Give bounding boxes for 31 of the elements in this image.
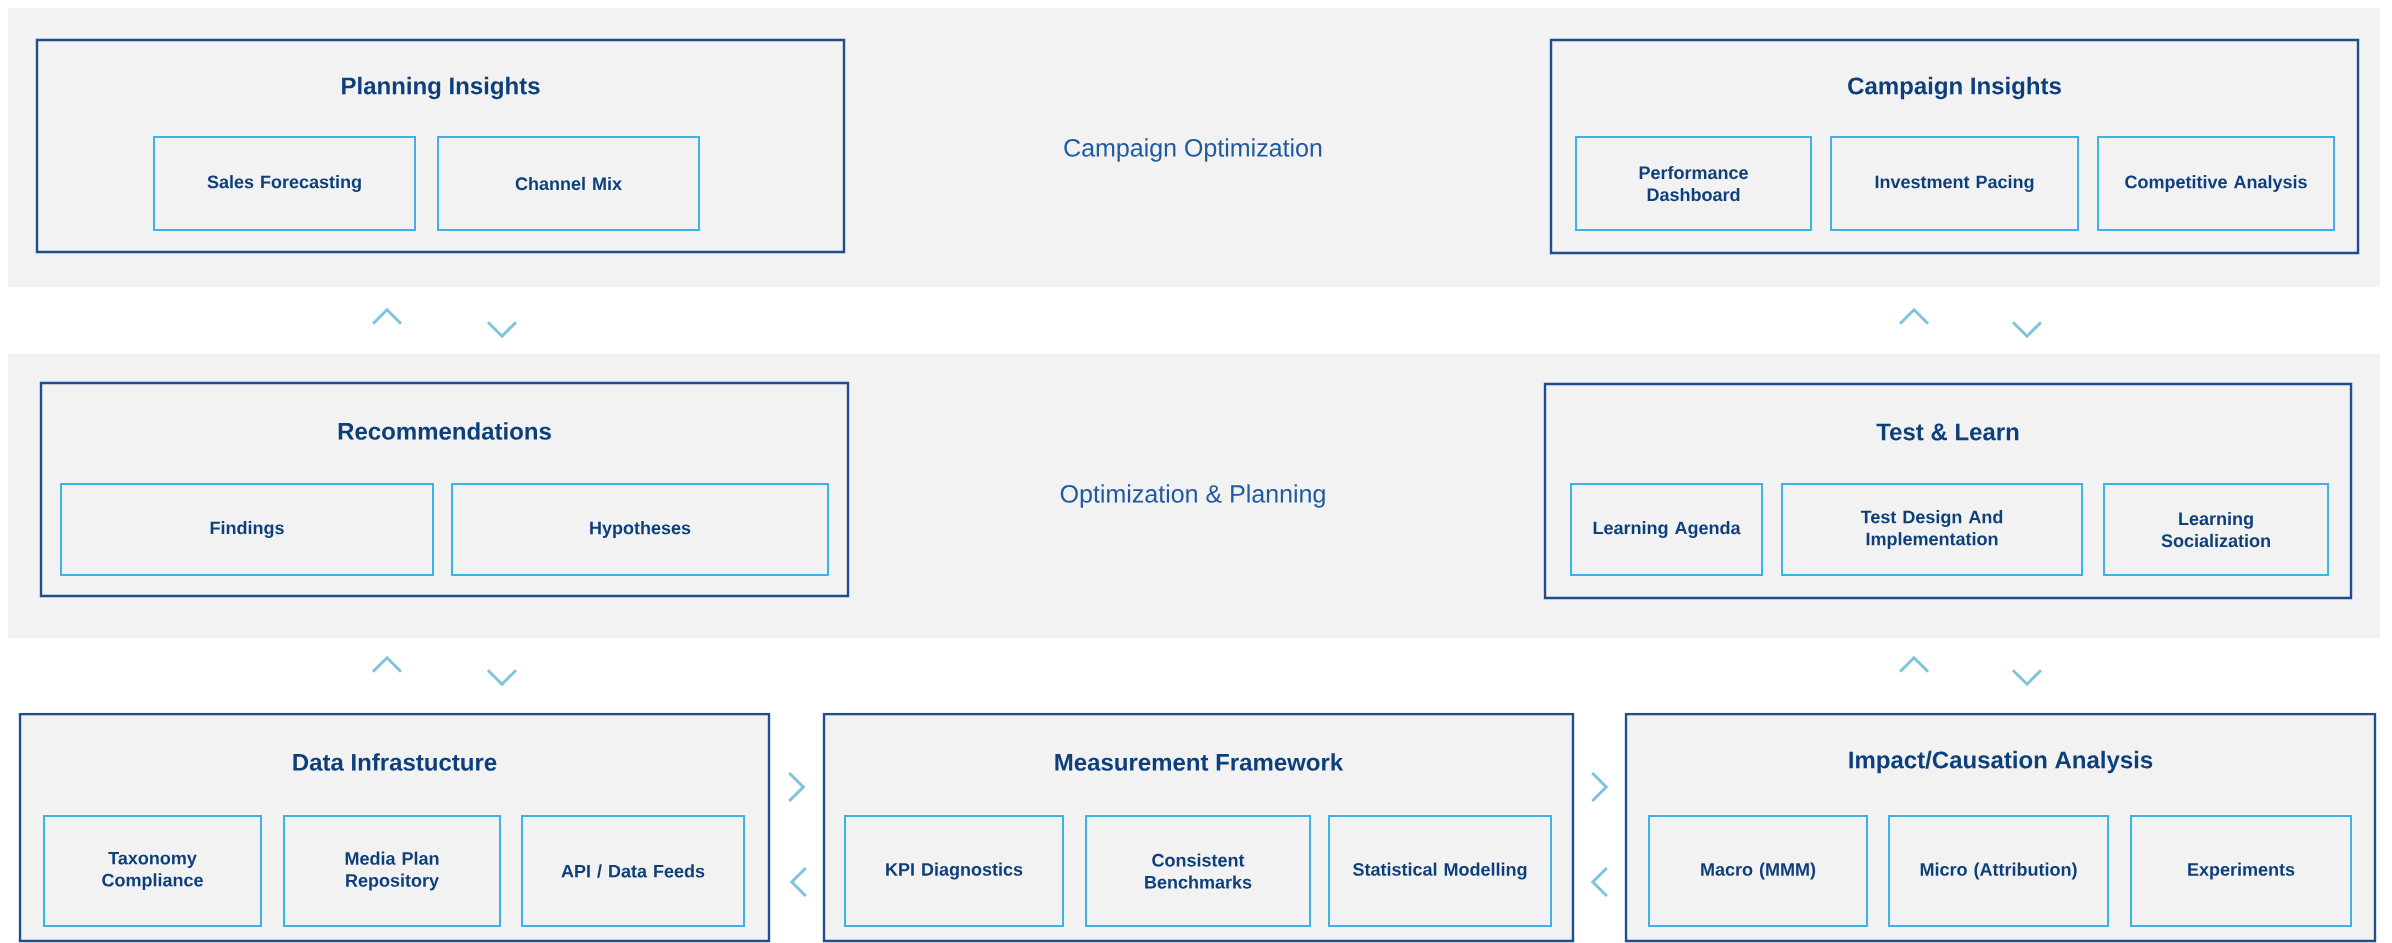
chevron-arrow <box>2011 669 2043 687</box>
item-box: Statistical Modelling <box>1328 815 1552 927</box>
chevron-arrow <box>1898 307 1930 325</box>
item-box: KPI Diagnostics <box>844 815 1064 927</box>
item-box: Taxonomy Compliance <box>43 815 262 927</box>
chevron-arrow <box>1898 655 1930 673</box>
item-box: Findings <box>60 483 434 576</box>
item-box: Macro (MMM) <box>1648 815 1868 927</box>
chevron-arrow <box>1590 866 1608 898</box>
item-box: Channel Mix <box>437 136 700 231</box>
item-box: Experiments <box>2130 815 2353 927</box>
chevron-arrow <box>486 669 518 687</box>
item-box: Media Plan Repository <box>283 815 501 927</box>
chevron-arrow <box>486 321 518 339</box>
item-box: Performance Dashboard <box>1575 136 1812 231</box>
chevron-arrow <box>1591 771 1609 803</box>
item-box: Hypotheses <box>451 483 829 576</box>
item-box: Sales Forecasting <box>153 136 416 231</box>
item-box: Competitive Analysis <box>2097 136 2336 231</box>
item-box: Consistent Benchmarks <box>1085 815 1311 927</box>
chevron-arrow <box>371 655 403 673</box>
item-box: Investment Pacing <box>1830 136 2080 231</box>
item-box: Micro (Attribution) <box>1888 815 2109 927</box>
chevron-arrow <box>371 307 403 325</box>
item-box: Learning Socialization <box>2103 483 2330 576</box>
item-box: Test Design And Implementation <box>1781 483 2084 576</box>
chevron-arrow <box>788 771 806 803</box>
item-box: Learning Agenda <box>1570 483 1763 576</box>
item-box: API / Data Feeds <box>521 815 745 927</box>
chevron-arrow <box>2011 321 2043 339</box>
chevron-arrow <box>789 866 807 898</box>
